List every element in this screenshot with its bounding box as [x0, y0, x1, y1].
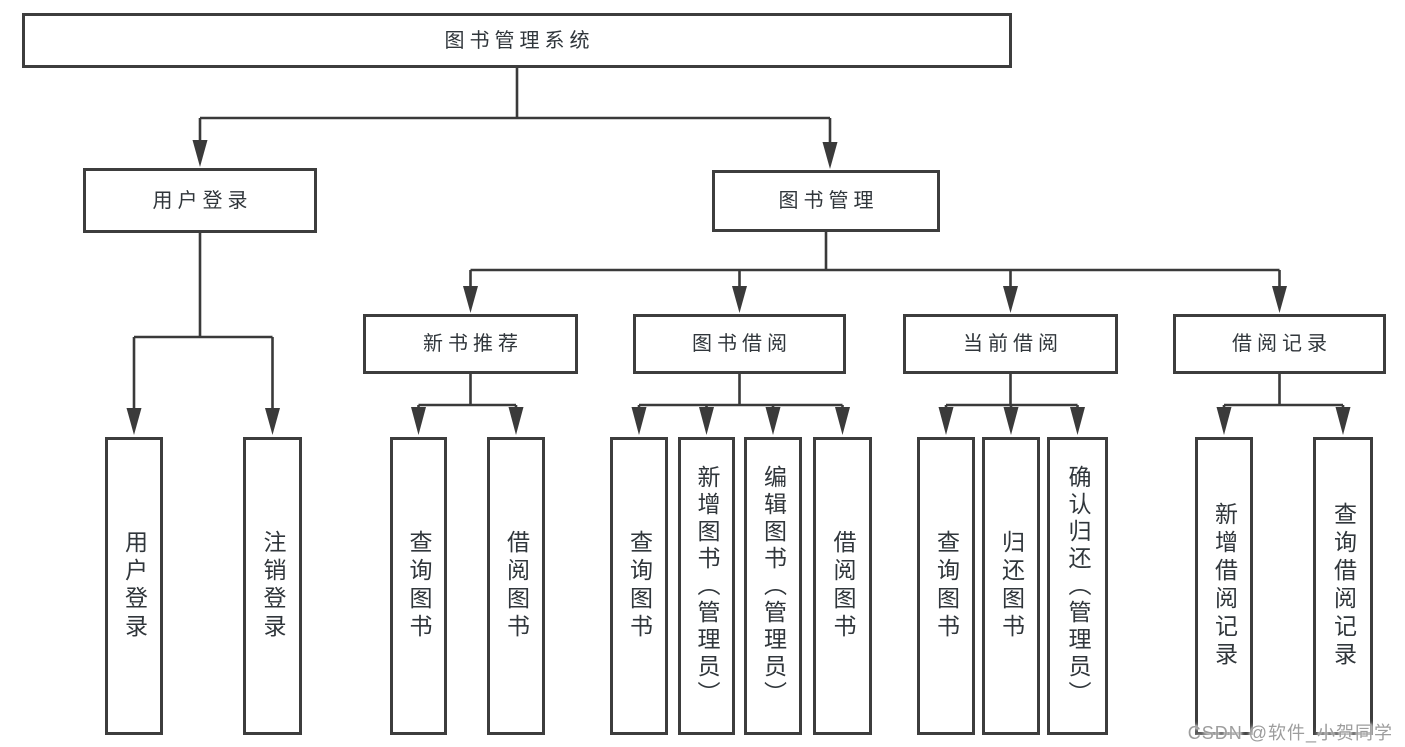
connector-newbook-to-leaves [411, 374, 524, 435]
node-return-books: 归还图书 [982, 437, 1040, 735]
connector-current-to-leaves [938, 374, 1085, 435]
connector-line [1222, 374, 1345, 410]
arrowhead-down-icon [1335, 407, 1351, 435]
node-label: 编辑图书（管理员） [760, 464, 787, 708]
arrowhead-down-icon [1003, 286, 1018, 313]
node-label: 注销登录 [260, 530, 286, 642]
arrowhead-down-icon [1272, 286, 1287, 313]
connector-bookmgmt-to-level2 [463, 232, 1287, 313]
node-label: 查询借阅记录 [1330, 502, 1357, 670]
node-query-books-current: 查询图书 [917, 437, 975, 735]
connector-line [637, 374, 844, 410]
node-label: 查询图书 [933, 530, 960, 642]
node-label: 归还图书 [998, 530, 1025, 642]
connector-line [469, 232, 1281, 288]
node-label: 借阅记录 [1232, 333, 1332, 355]
node-label: 新书推荐 [423, 333, 523, 355]
node-edit-books-admin: 编辑图书（管理员） [744, 437, 802, 735]
node-label: 当前借阅 [963, 333, 1063, 355]
arrowhead-down-icon [126, 408, 142, 435]
node-confirm-return-admin: 确认归还（管理员） [1047, 437, 1108, 735]
arrowhead-down-icon [463, 286, 478, 313]
node-label: 图书管理 [778, 190, 879, 212]
arrowhead-down-icon [508, 407, 524, 435]
node-label: 查询图书 [406, 530, 432, 642]
arrowhead-down-icon [192, 140, 208, 167]
node-label: 新增借阅记录 [1211, 502, 1238, 670]
arrowhead-down-icon [732, 286, 747, 313]
node-user-login-leaf: 用户登录 [105, 437, 163, 735]
node-new-book-recommend: 新书推荐 [363, 314, 578, 374]
arrowhead-down-icon [822, 142, 838, 169]
connector-line [198, 68, 832, 146]
arrowhead-down-icon [699, 407, 714, 435]
arrowhead-down-icon [265, 408, 280, 435]
node-borrowing-records: 借阅记录 [1173, 314, 1386, 374]
node-label: 查询图书 [626, 530, 653, 642]
arrowhead-down-icon [1216, 407, 1232, 435]
connector-records-to-leaves [1216, 374, 1351, 435]
node-borrow-books-borrow: 借阅图书 [813, 437, 872, 735]
connector-line [417, 374, 518, 410]
connector-borrow-to-leaves [631, 374, 850, 435]
node-label: 图书管理系统 [444, 29, 595, 52]
csdn-watermark: CSDN @软件_小贺同学 [1187, 723, 1393, 743]
node-add-borrow-record: 新增借阅记录 [1195, 437, 1253, 735]
node-label: 用户登录 [121, 530, 148, 642]
connector-root-to-level1 [192, 68, 838, 169]
node-query-books-newbook: 查询图书 [390, 437, 447, 735]
node-label: 图书借阅 [692, 333, 792, 355]
node-logout: 注销登录 [243, 437, 302, 735]
connector-line [944, 374, 1079, 410]
node-borrow-books-newbook: 借阅图书 [487, 437, 545, 735]
arrowhead-down-icon [765, 407, 781, 435]
node-label: 确认归还（管理员） [1065, 464, 1091, 708]
connector-userlogin-to-leaves [126, 233, 280, 435]
arrowhead-down-icon [631, 407, 647, 435]
arrowhead-down-icon [938, 407, 954, 435]
node-library-management-system: 图书管理系统 [22, 13, 1012, 68]
node-query-books-borrow: 查询图书 [610, 437, 668, 735]
node-label: 借阅图书 [830, 530, 856, 642]
node-label: 用户登录 [152, 189, 253, 212]
node-label: 新增图书（管理员） [694, 464, 720, 708]
node-book-borrowing: 图书借阅 [633, 314, 846, 374]
arrowhead-down-icon [1070, 407, 1085, 435]
arrowhead-down-icon [835, 407, 850, 435]
connector-line [132, 233, 274, 410]
arrowhead-down-icon [1003, 407, 1019, 435]
node-current-borrowing: 当前借阅 [903, 314, 1118, 374]
node-user-login: 用户登录 [83, 168, 317, 233]
node-label: 借阅图书 [503, 530, 530, 642]
node-add-books-admin: 新增图书（管理员） [678, 437, 735, 735]
arrowhead-down-icon [411, 407, 426, 435]
node-book-management: 图书管理 [712, 170, 940, 232]
node-query-borrow-record: 查询借阅记录 [1313, 437, 1373, 735]
